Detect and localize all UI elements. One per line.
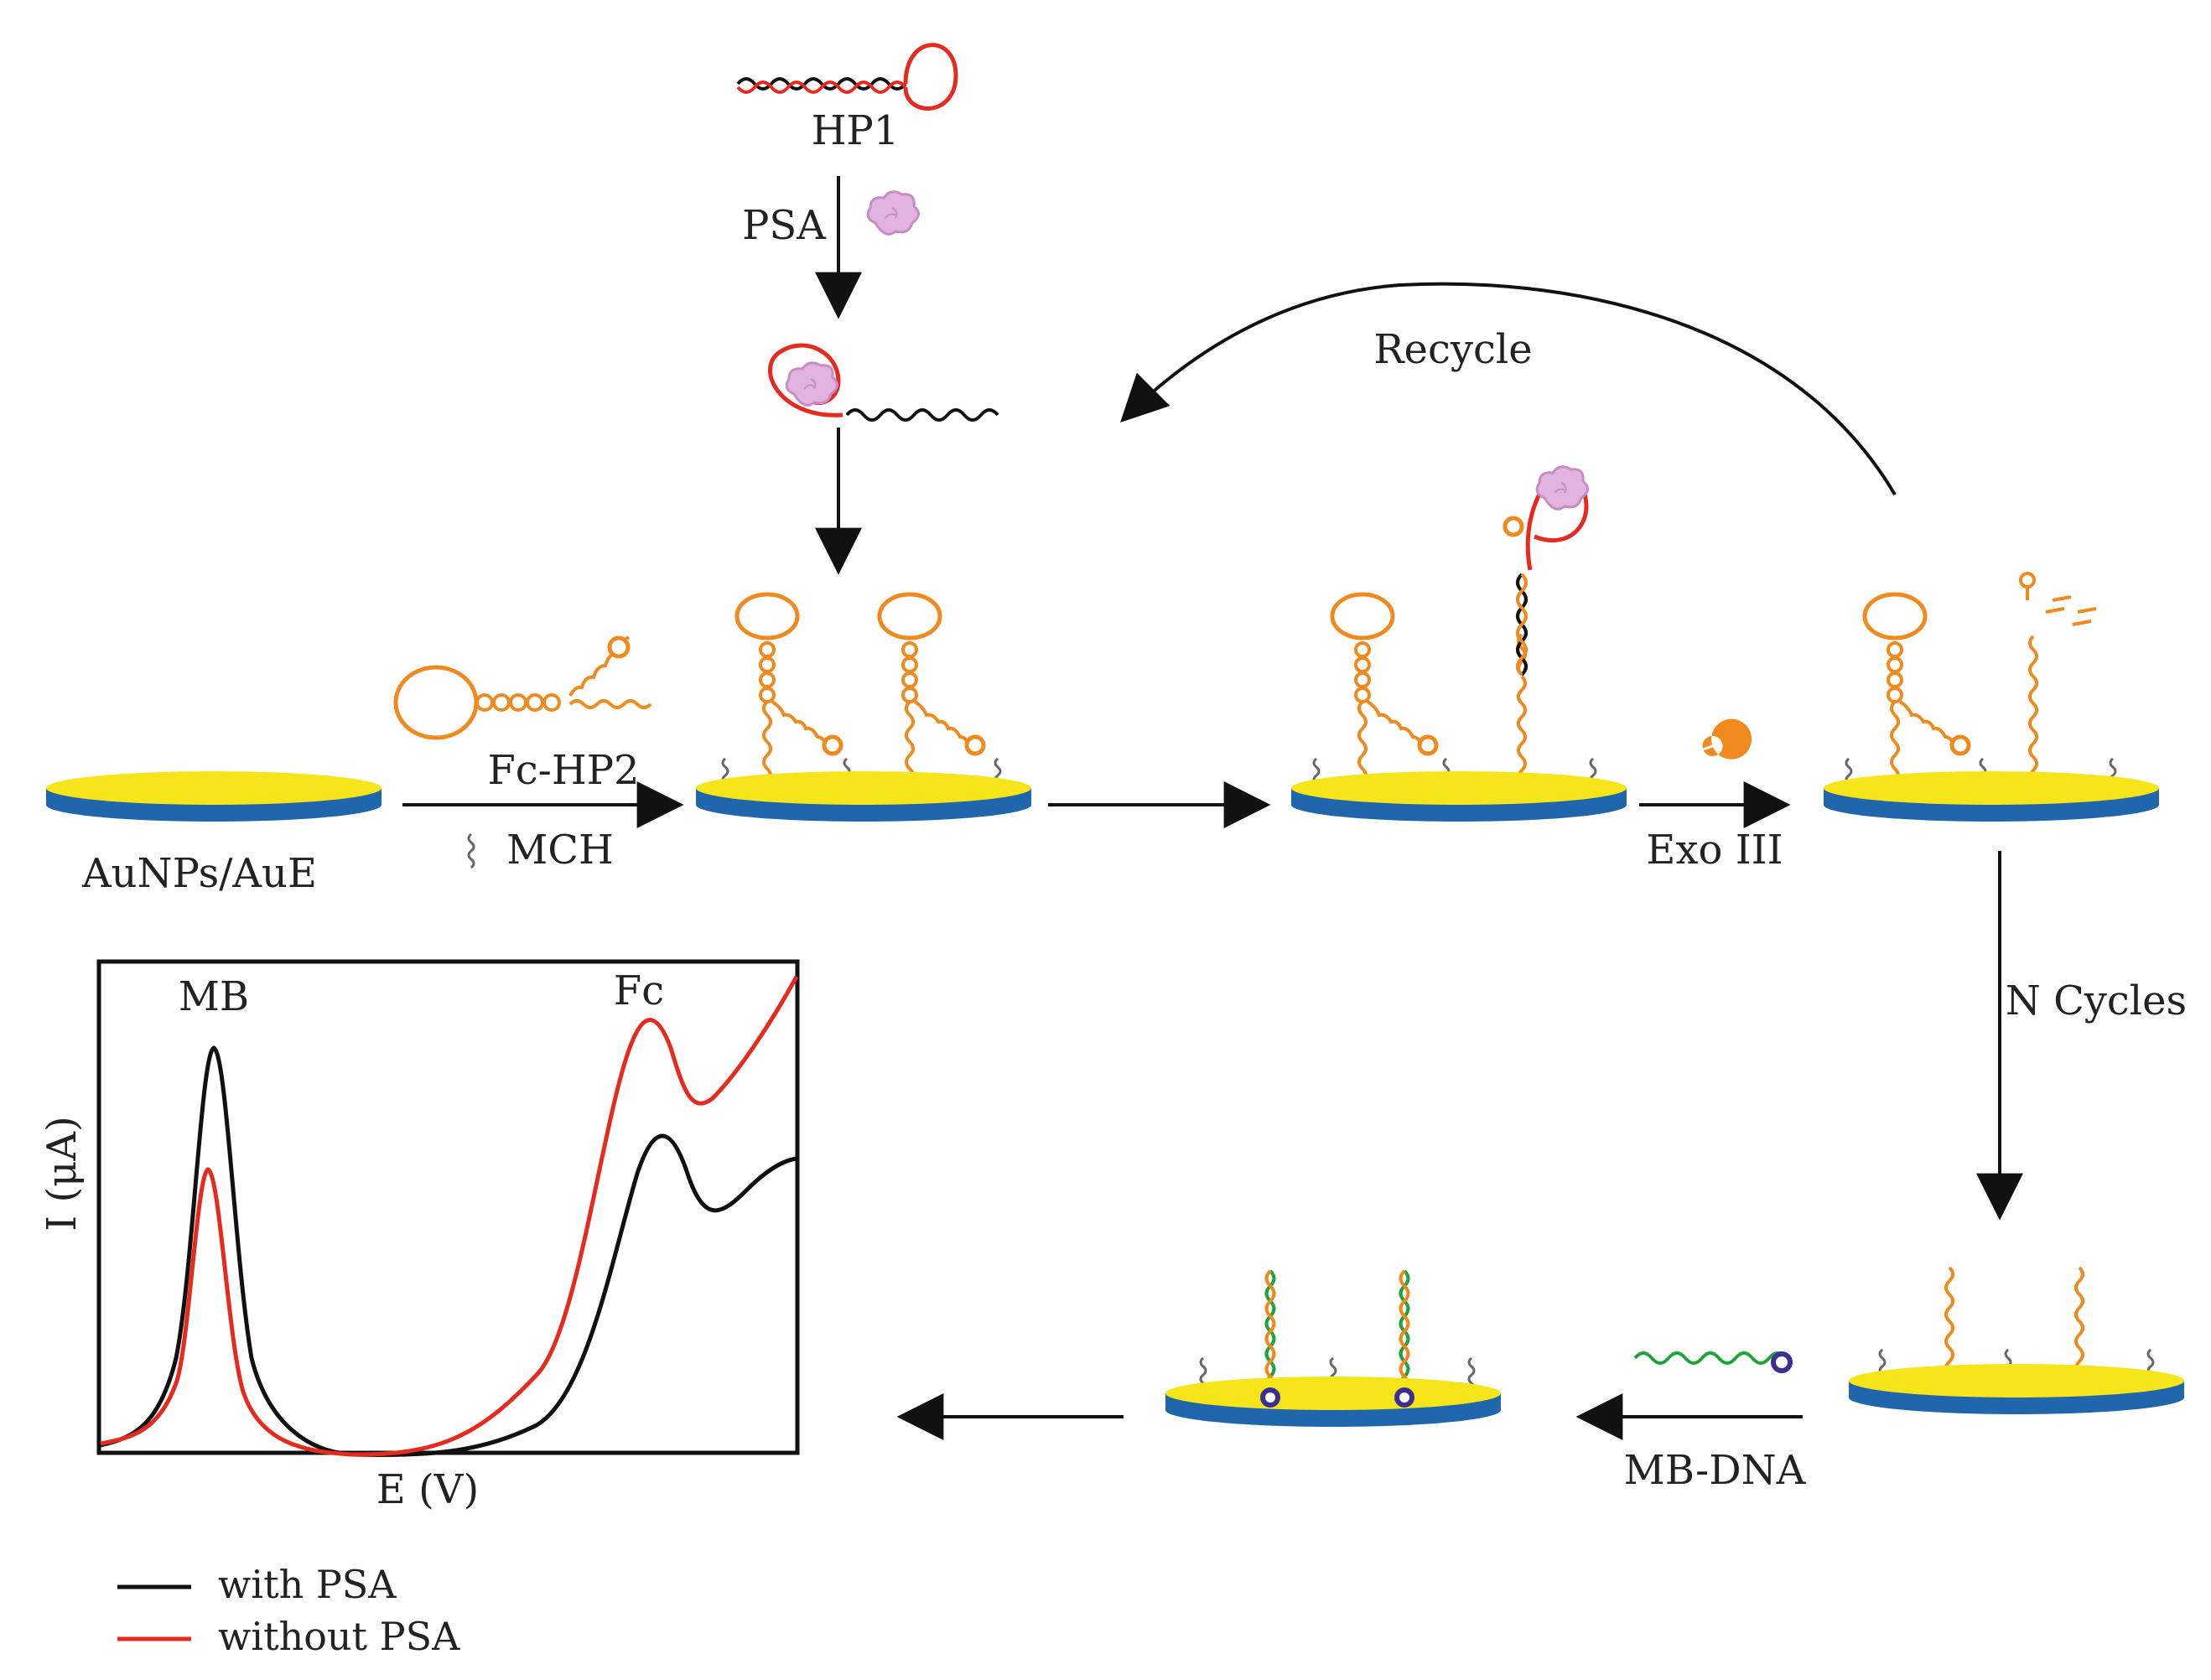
electrode-mb-duplex — [1165, 1269, 1501, 1427]
mb-dna-probe — [1633, 1351, 1793, 1373]
legend-without-label: without PSA — [218, 1614, 460, 1659]
recycle-arrow — [1120, 282, 1897, 496]
fc-hp2-label: Fc-HP2 — [487, 747, 639, 794]
electrode-capture-strands — [1849, 1266, 2184, 1414]
legend-with-label: with PSA — [218, 1562, 397, 1607]
curve-without-psa — [100, 975, 799, 1457]
mch-icon — [467, 832, 475, 869]
psa-label: PSA — [742, 202, 827, 249]
peak-fc-label: Fc — [614, 967, 664, 1014]
electrode-digested — [1824, 572, 2159, 822]
electrode-hybridized — [1291, 465, 1627, 822]
mb-dna-label: MB-DNA — [1624, 1447, 1807, 1494]
bare-electrode — [46, 771, 381, 822]
hp1-label: HP1 — [812, 107, 900, 154]
mch-label: MCH — [506, 827, 614, 874]
electrode-hp2 — [696, 594, 1031, 822]
psa-protein-icon — [866, 190, 921, 236]
exo-label: Exo III — [1646, 827, 1783, 874]
y-axis-label: I (μA) — [39, 1116, 86, 1231]
peak-mb-label: MB — [179, 973, 249, 1020]
n-cycles-label: N Cycles — [2006, 977, 2187, 1024]
x-axis-label: E (V) — [376, 1466, 479, 1513]
hp1-psa-complex — [768, 343, 999, 422]
recycle-label: Recycle — [1373, 326, 1532, 373]
voltammogram-frame — [96, 959, 800, 1455]
electrode-label: AuNPs/AuE — [81, 850, 317, 897]
fc-hp2-probe — [393, 665, 561, 740]
hp1-probe — [736, 43, 958, 111]
exo-iii-icon — [1702, 718, 1752, 760]
